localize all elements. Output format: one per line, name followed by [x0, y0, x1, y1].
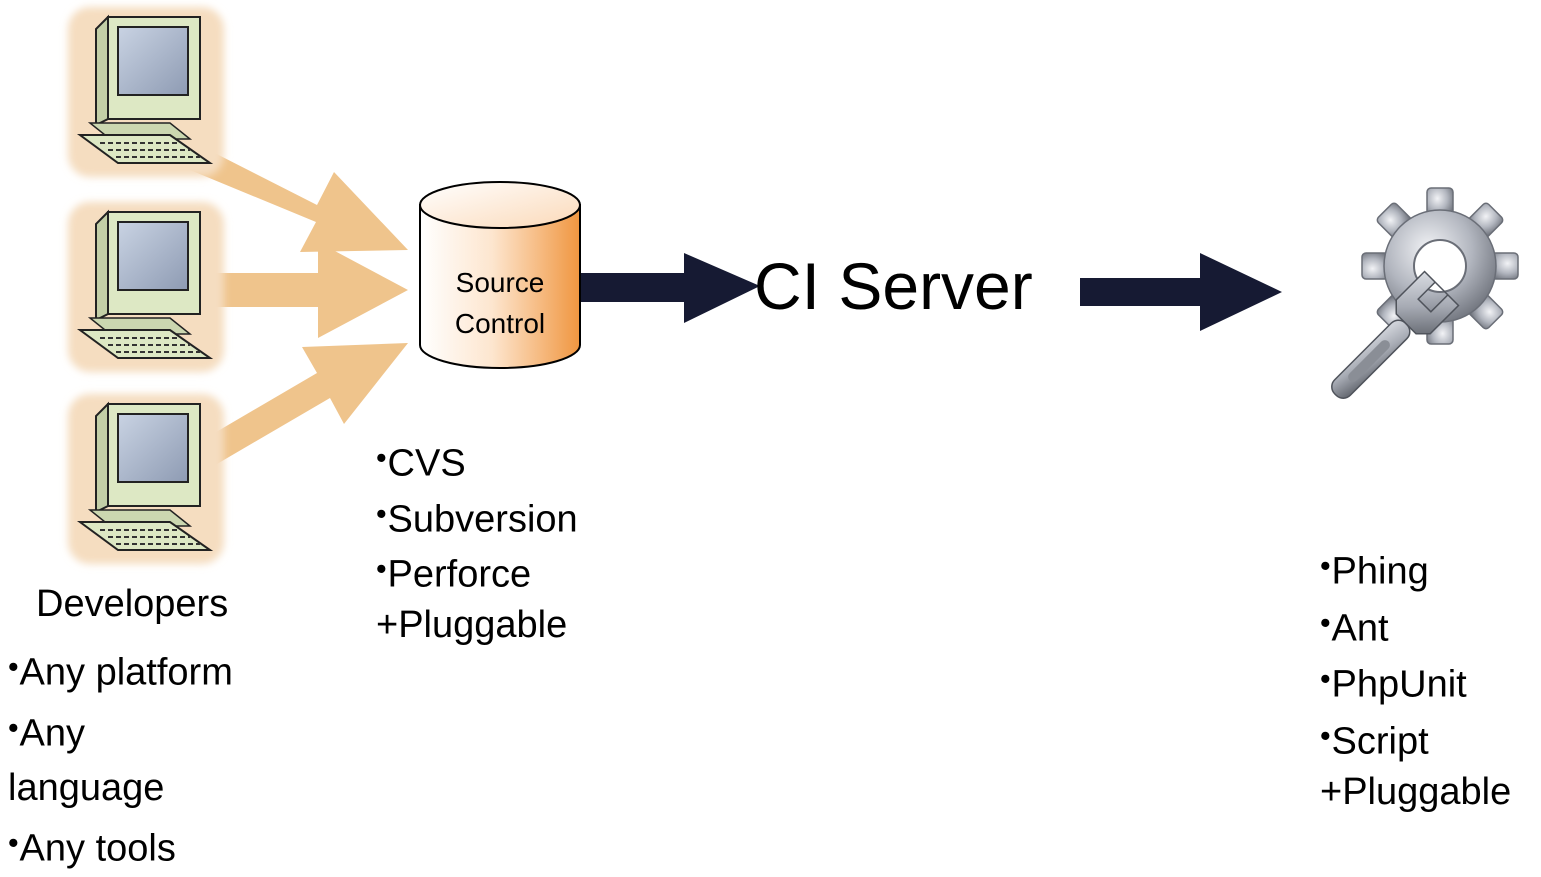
list-item: +Pluggable — [376, 603, 568, 646]
developers-capabilities-list: •Any platform •Any language •Any tools — [8, 640, 233, 877]
build-tools-list: •Phing •Ant •PhpUnit •Script +Pluggable — [1320, 541, 1511, 818]
list-item: +Pluggable — [1320, 771, 1512, 814]
bullet-icon: • — [376, 552, 387, 587]
source-control-label-line2: Control — [454, 308, 546, 339]
list-item: •Perforce — [376, 544, 578, 600]
integration-diagram — [68, 7, 1519, 564]
list-item: •Any — [8, 701, 233, 762]
desktop-computer-icon — [68, 202, 224, 372]
arrow-source-to-ci — [580, 253, 760, 323]
list-item: •Ant — [1320, 598, 1511, 655]
bullet-icon: • — [1320, 605, 1331, 640]
list-item: •Script — [1320, 711, 1511, 768]
list-item: •CVS — [376, 433, 578, 489]
arrow-ci-to-build — [1080, 253, 1282, 331]
bullet-icon: • — [8, 826, 19, 861]
source-control-label-line1: Source — [455, 267, 545, 298]
commit-arrow-middle — [205, 242, 408, 338]
bullet-icon: • — [8, 650, 19, 684]
commit-arrow-top — [190, 143, 408, 252]
list-item: •Any tools — [8, 816, 233, 877]
list-item: •Any platform — [8, 640, 233, 701]
list-item: •PhpUnit — [1320, 654, 1511, 711]
source-control-systems-list: •CVS •Subversion •Perforce +Pluggable — [376, 433, 578, 650]
developers-title: Developers — [36, 583, 229, 625]
list-item: •Phing — [1320, 541, 1511, 598]
bullet-icon: • — [8, 710, 19, 745]
bullet-icon: • — [1320, 718, 1331, 753]
bullet-icon: • — [376, 441, 387, 475]
bullet-icon: • — [1320, 549, 1331, 583]
gear-wrench-icon — [1331, 187, 1519, 399]
commit-arrow-bottom — [194, 343, 408, 471]
source-control-cylinder — [419, 181, 581, 369]
flow-arrows — [580, 253, 1282, 331]
desktop-computer-icon — [68, 7, 224, 177]
commit-arrows — [190, 143, 408, 471]
list-item: •Subversion — [376, 489, 578, 545]
bullet-icon: • — [376, 496, 387, 531]
source-control-label: Source Control — [430, 262, 570, 344]
ci-server-label: CI Server — [754, 249, 1033, 323]
list-item: language — [8, 767, 165, 810]
bullet-icon: • — [1320, 662, 1331, 697]
desktop-computer-icon — [68, 394, 224, 564]
